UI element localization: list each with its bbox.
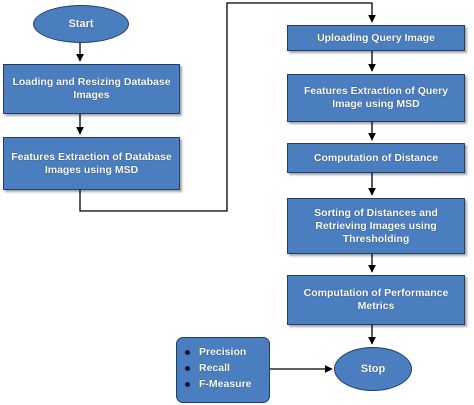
computation-distance-label: Computation of Distance <box>313 151 439 164</box>
features-extraction-database-label: Features Extraction of Database Images u… <box>11 150 172 176</box>
bullet-icon <box>185 349 190 355</box>
start-label: Start <box>68 17 94 30</box>
features-extraction-query-label: Features Extraction of Query Image using… <box>303 85 449 110</box>
sorting-retrieving-node: Sorting of Distances and Retrieving Imag… <box>287 198 465 254</box>
metric-item-f-measure: F-Measure <box>185 377 263 391</box>
loading-resizing-node: Loading and Resizing Database Images <box>3 64 180 114</box>
sorting-retrieving-label: Sorting of Distances and Retrieving Imag… <box>314 206 438 245</box>
metric-item-recall: Recall <box>185 361 263 375</box>
metric-label: F-Measure <box>199 378 252 390</box>
performance-metrics-node: Computation of Performance Metrics <box>287 275 465 325</box>
performance-metrics-label: Computation of Performance Metrics <box>303 287 449 312</box>
stop-label: Stop <box>360 362 386 375</box>
computation-distance-node: Computation of Distance <box>287 143 465 173</box>
features-extraction-query-node: Features Extraction of Query Image using… <box>287 74 465 122</box>
metric-item-precision: Precision <box>185 345 263 359</box>
features-extraction-database-node: Features Extraction of Database Images u… <box>3 137 180 190</box>
uploading-query-node: Uploading Query Image <box>287 25 465 51</box>
stop-node: Stop <box>334 347 412 391</box>
metric-label: Precision <box>199 346 247 358</box>
bullet-icon <box>185 381 190 387</box>
metric-label: Recall <box>199 362 230 374</box>
metrics-list: Precision Recall F-Measure <box>185 345 263 391</box>
arrow-features-db-to-uploading <box>79 2 376 212</box>
bullet-icon <box>185 365 190 371</box>
metrics-list-box: Precision Recall F-Measure <box>176 337 270 403</box>
uploading-query-label: Uploading Query Image <box>317 31 435 44</box>
start-node: Start <box>33 5 129 43</box>
loading-resizing-label: Loading and Resizing Database Images <box>12 76 171 101</box>
